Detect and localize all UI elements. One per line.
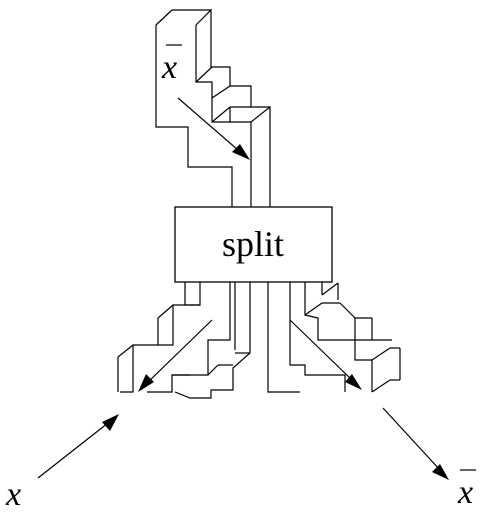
left-input-arrow [37,414,119,479]
bottom-left-stair-wire [117,282,251,399]
split-box: split [174,206,333,283]
bottom-right-arrow [289,319,362,390]
top-stair-wire [155,8,271,207]
top-arrow [177,97,250,160]
split-label: split [222,224,284,264]
output-left-x-label: x [5,476,21,512]
bottom-right-stair-wire [267,282,401,393]
input-x-bar-label: x [161,44,182,86]
bottom-left-arrow [138,319,213,392]
output-right-x-label: x [457,474,473,511]
right-output-arrow [382,407,449,480]
input-x-label: x [161,49,177,86]
output-right-x-bar-label: x [457,469,476,511]
